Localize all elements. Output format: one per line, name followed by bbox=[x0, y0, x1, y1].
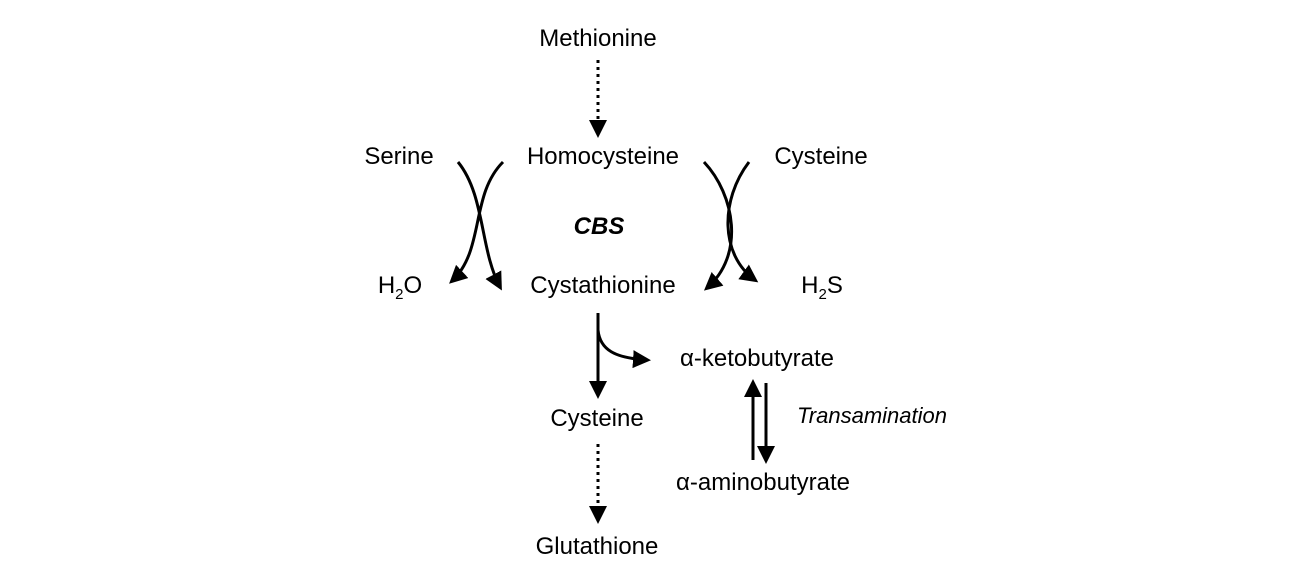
node-ketobutyrate: α-ketobutyrate bbox=[680, 345, 834, 372]
node-aminobutyrate: α-aminobutyrate bbox=[676, 469, 850, 496]
node-serine: Serine bbox=[364, 143, 434, 170]
enzyme-cbs: CBS bbox=[573, 213, 625, 240]
node-glutathione: Glutathione bbox=[535, 533, 659, 560]
arrow-cysteine-to-h2s bbox=[726, 161, 759, 283]
arrow-homocysteine-to-cystathionine bbox=[702, 160, 734, 291]
label-transamination: Transamination bbox=[797, 403, 947, 428]
node-homocysteine: Homocysteine bbox=[526, 143, 680, 170]
arrow-serine-to-cystathionine bbox=[456, 161, 502, 291]
node-h2s: H2S bbox=[801, 272, 843, 303]
node-cysteine-top: Cysteine bbox=[774, 143, 868, 170]
node-methionine: Methionine bbox=[539, 25, 657, 52]
arrow-homocysteine-to-water bbox=[449, 160, 505, 284]
node-cystathionine: Cystathionine bbox=[530, 272, 676, 299]
arrow-cystathionine-ketobutyrate bbox=[596, 329, 651, 369]
node-cysteine-mid: Cysteine bbox=[550, 405, 644, 432]
node-water: H2O bbox=[377, 272, 423, 303]
